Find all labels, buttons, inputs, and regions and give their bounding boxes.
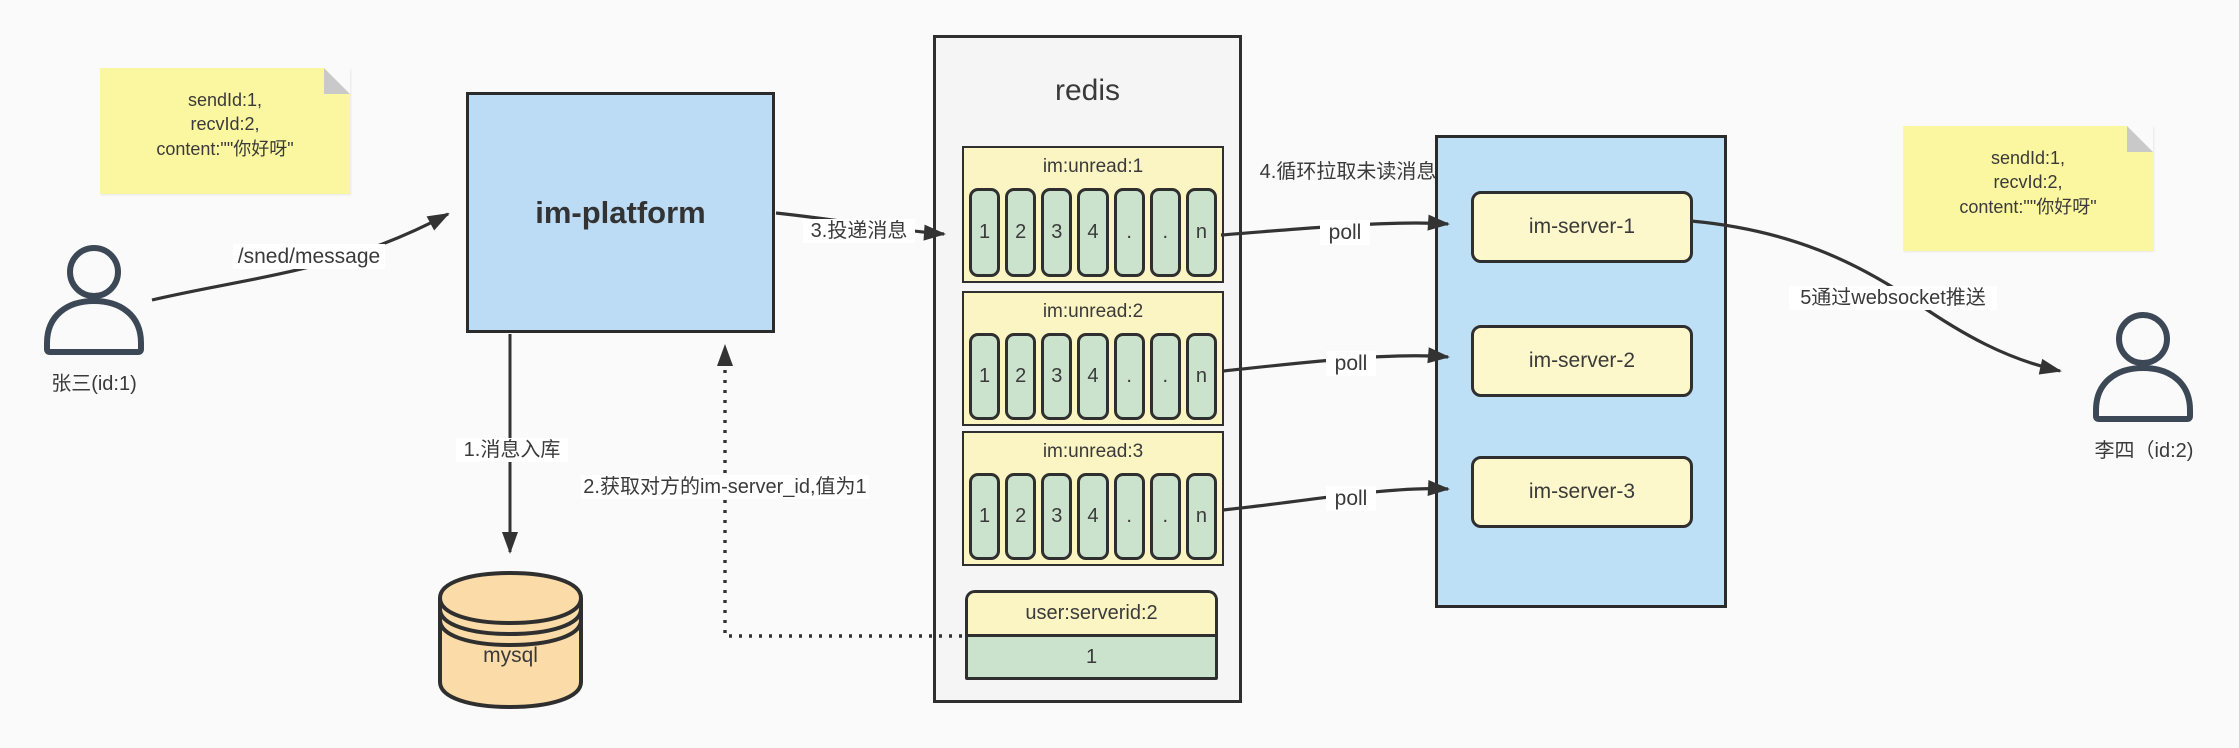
note-line: recvId:2,	[190, 114, 260, 135]
list-cell: 1	[969, 188, 1001, 277]
list-cell: 1	[969, 333, 1001, 420]
redis-list-cells: 1 2 3 4 . . n	[967, 188, 1219, 277]
edge-lookup-arrow	[717, 344, 962, 638]
im-server-3-box: im-server-3	[1471, 456, 1693, 528]
im-server-2-box: im-server-2	[1471, 325, 1693, 397]
im-server-1-label: im-server-1	[1528, 215, 1636, 238]
redis-list-header: im:unread:1	[1042, 156, 1144, 177]
redis-list-cells: 1 2 3 4 . . n	[967, 333, 1219, 420]
edge-pull-label: 4.循环拉取未读消息	[1259, 161, 1437, 183]
edge-send-arrow	[151, 212, 450, 302]
list-cell: .	[1113, 188, 1145, 277]
edge-store-label: 1.消息入库	[456, 438, 568, 462]
redis-kv-key: user:serverid:2	[968, 593, 1215, 637]
edge-send-label: /sned/message	[233, 244, 385, 270]
edge-poll1-label: poll	[1320, 220, 1370, 246]
edge-deliver-label: 3.投递消息	[803, 219, 915, 243]
list-cell: 4	[1077, 473, 1109, 560]
list-cell: 3	[1041, 188, 1073, 277]
user-icon	[2093, 312, 2193, 422]
edge-push-label: 5通过websocket推送	[1789, 286, 1997, 310]
mysql-cylinder-icon	[438, 570, 583, 710]
note-line: content:""你好呀"	[1959, 196, 2097, 217]
redis-title: redis	[1054, 74, 1121, 107]
edge-lookup-label: 2.获取对方的im-server_id,值为1	[581, 475, 869, 499]
list-cell: 4	[1077, 188, 1109, 277]
note-line: sendId:1,	[187, 90, 263, 110]
redis-list-unread-2: im:unread:2 1 2 3 4 . . n	[962, 291, 1224, 426]
mysql-label: mysql	[483, 644, 538, 667]
receiver-label: 李四（id:2)	[2094, 440, 2194, 462]
redis-kv-user-serverid: user:serverid:2 1	[965, 590, 1218, 680]
edge-poll2-label: poll	[1326, 351, 1376, 377]
im-server-cluster-panel: im-server-1 im-server-2 im-server-3	[1435, 135, 1727, 608]
im-server-3-label: im-server-3	[1528, 480, 1636, 503]
message-note-left: sendId:1, recvId:2, content:""你好呀"	[100, 68, 350, 194]
redis-list-unread-3: im:unread:3 1 2 3 4 . . n	[962, 431, 1224, 566]
note-line: sendId:1,	[1990, 148, 2066, 168]
sender-label: 张三(id:1)	[51, 373, 137, 395]
note-line: content:""你好呀"	[156, 138, 294, 159]
redis-list-header: im:unread:2	[1042, 301, 1144, 322]
im-server-2-label: im-server-2	[1528, 349, 1636, 372]
list-cell: 2	[1005, 473, 1037, 560]
list-cell: n	[1185, 188, 1217, 277]
note-line: recvId:2,	[1993, 172, 2063, 193]
list-cell: .	[1149, 473, 1181, 560]
redis-list-cells: 1 2 3 4 . . n	[967, 473, 1219, 560]
list-cell: 4	[1077, 333, 1109, 420]
list-cell: n	[1185, 333, 1217, 420]
redis-container: redis im:unread:1 1 2 3 4 . . n im:unrea…	[933, 35, 1242, 703]
list-cell: .	[1113, 333, 1145, 420]
im-server-1-box: im-server-1	[1471, 191, 1693, 263]
list-cell: n	[1185, 473, 1217, 560]
message-note-right: sendId:1, recvId:2, content:""你好呀"	[1903, 126, 2153, 251]
list-cell: 3	[1041, 473, 1073, 560]
redis-list-header: im:unread:3	[1042, 441, 1144, 462]
redis-kv-value: 1	[1085, 645, 1098, 668]
list-cell: 1	[969, 473, 1001, 560]
list-cell: .	[1149, 333, 1181, 420]
edge-poll3-label: poll	[1326, 486, 1376, 512]
im-platform-box: im-platform	[466, 92, 775, 333]
list-cell: .	[1149, 188, 1181, 277]
list-cell: .	[1113, 473, 1145, 560]
list-cell: 2	[1005, 333, 1037, 420]
im-platform-label: im-platform	[535, 194, 706, 230]
list-cell: 2	[1005, 188, 1037, 277]
redis-list-unread-1: im:unread:1 1 2 3 4 . . n	[962, 146, 1224, 283]
list-cell: 3	[1041, 333, 1073, 420]
user-icon	[44, 245, 144, 355]
